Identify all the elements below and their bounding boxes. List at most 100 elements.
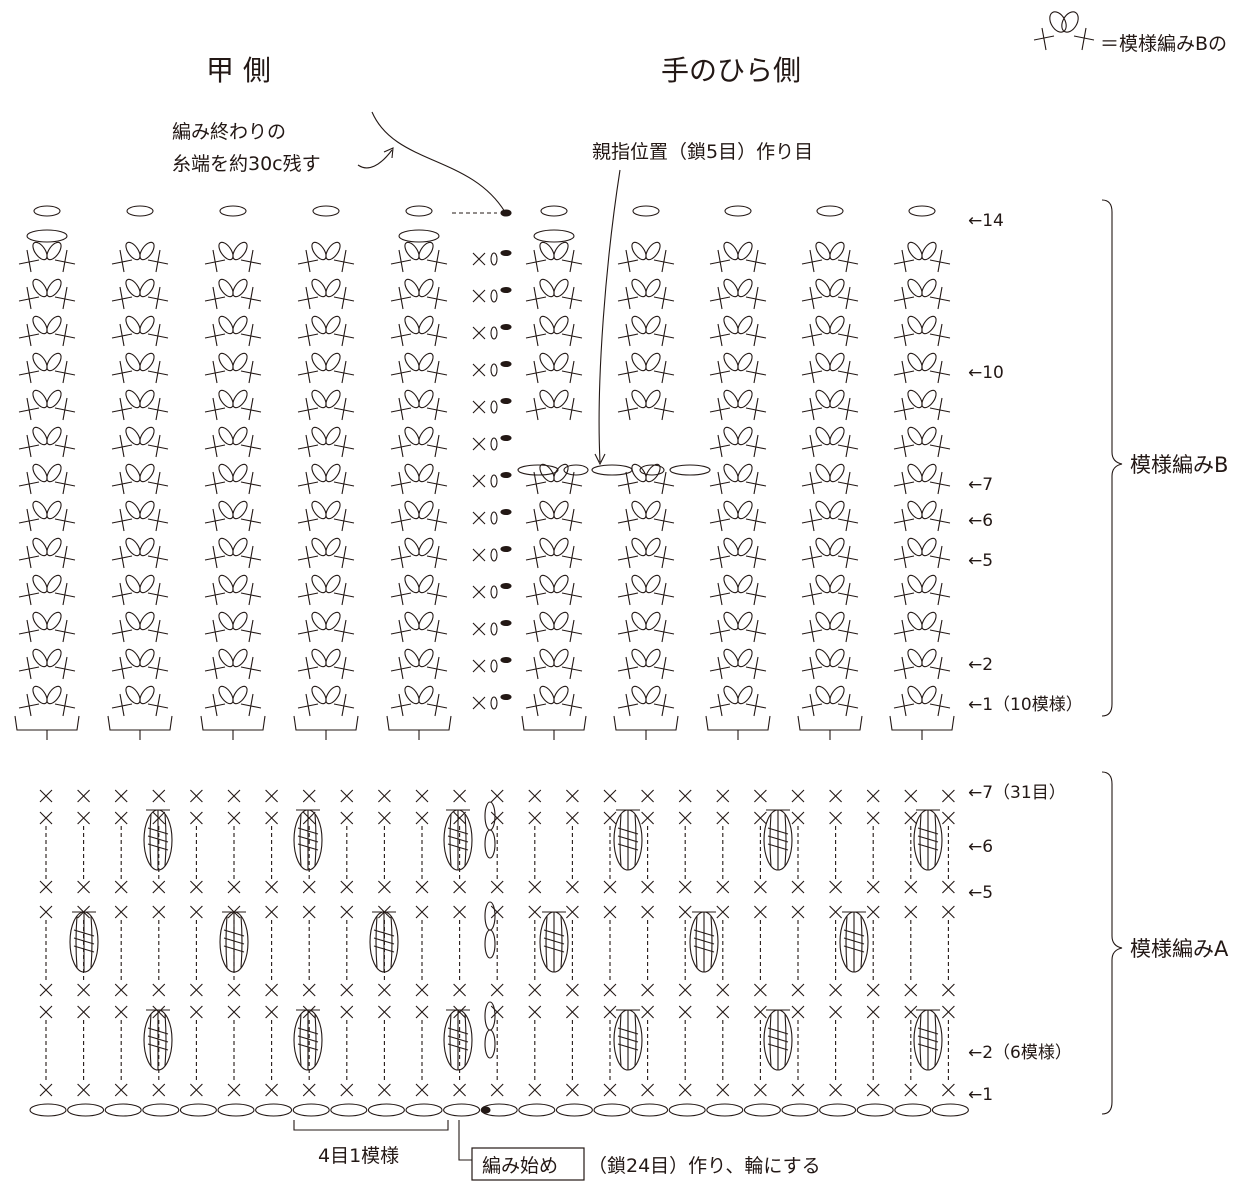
pattern-b-petal (645, 537, 661, 557)
pattern-b-petal (723, 426, 739, 446)
pattern-b-petal (32, 315, 48, 335)
single-crochet-symbol (866, 811, 880, 825)
pattern-b-petal (631, 574, 647, 594)
single-crochet-symbol (866, 1005, 880, 1019)
pattern-b-stitch (801, 286, 859, 310)
single-crochet-symbol (754, 811, 767, 825)
single-crochet-symbol (754, 905, 767, 919)
pattern-b-petal (553, 611, 569, 631)
pattern-b-petal (46, 463, 62, 483)
chain-stitch-symbol (484, 829, 496, 859)
pattern-b-petal (553, 278, 569, 298)
pattern-b-stitch (801, 323, 859, 347)
pattern-b-stitch (18, 471, 76, 495)
pattern-a-strands (769, 1010, 787, 1070)
pattern-b-petal (553, 648, 569, 668)
end-note-leader (357, 111, 506, 213)
pattern-b-petal (723, 315, 739, 335)
pattern-b-petal (907, 500, 923, 520)
single-crochet-symbol (472, 252, 486, 266)
pattern-a-strands (619, 1010, 637, 1070)
pattern-b-petal (139, 648, 155, 668)
chain-stitch-symbol (668, 1103, 706, 1117)
chain-stitch-symbol (490, 548, 498, 562)
pattern-b-petal (921, 389, 937, 409)
pattern-b-petal (921, 241, 937, 261)
pattern-a-hatch (373, 929, 395, 953)
chain-stitch-symbol (490, 474, 498, 488)
pattern-b-stitch (204, 249, 262, 273)
pattern-b-petal (737, 685, 753, 705)
end-note-line1: 編み終わりの (172, 121, 286, 143)
pattern-b-petal (539, 685, 555, 705)
single-crochet-symbol (340, 880, 354, 894)
single-crochet-symbol (904, 789, 918, 803)
pattern-b-petal (631, 685, 647, 705)
single-crochet-symbol (114, 1083, 128, 1097)
chain-stitch-symbol (142, 1103, 180, 1117)
pattern-a-strands (449, 810, 467, 870)
single-crochet-symbol (566, 1005, 579, 1019)
pattern-b-stitch (525, 545, 583, 569)
pattern-b-stitch (390, 582, 448, 606)
pattern-b-petal (218, 500, 234, 520)
pattern-b-petal (737, 463, 753, 483)
single-crochet-symbol (754, 983, 767, 997)
chain-stitch-symbol (484, 1029, 496, 1059)
pattern-b-petal (645, 574, 661, 594)
pattern-a-strands (75, 912, 93, 972)
single-crochet-symbol (678, 983, 692, 997)
pattern-a-strands (619, 810, 637, 870)
single-crochet-symbol (415, 1005, 429, 1019)
single-crochet-symbol (453, 1083, 466, 1097)
chain-stitch-symbol (217, 1103, 255, 1117)
pattern-b-petal (232, 500, 248, 520)
pattern-b-stitch (18, 508, 76, 532)
single-crochet-symbol (265, 880, 278, 894)
pattern-b-stitch (18, 286, 76, 310)
pattern-b-stitch (390, 323, 448, 347)
pattern-b-petal (815, 278, 831, 298)
pattern-b-base (889, 715, 955, 731)
single-crochet-symbol (302, 1083, 316, 1097)
pattern-b-stitch (893, 471, 951, 495)
pattern-b-stitch (297, 545, 355, 569)
slip-stitch-symbol (500, 249, 512, 257)
pattern-b-petal (404, 463, 420, 483)
single-crochet-symbol (472, 289, 486, 303)
single-crochet-symbol (152, 1005, 166, 1019)
chain-stitch-symbol (490, 363, 498, 377)
pattern-b-petal (325, 389, 341, 409)
single-crochet-symbol (453, 811, 466, 825)
single-crochet-symbol (829, 905, 842, 919)
single-crochet-symbol (227, 983, 241, 997)
pattern-b-petal (218, 315, 234, 335)
pattern-b-petal (325, 648, 341, 668)
single-crochet-symbol (716, 1083, 730, 1097)
pattern-b-petal (218, 389, 234, 409)
pattern-b-petal (921, 463, 937, 483)
pattern-b-petal (921, 537, 937, 557)
pattern-b-base (293, 715, 359, 731)
pattern-b-stitch (297, 508, 355, 532)
pattern-b-petal (418, 315, 434, 335)
pattern-b-petal (553, 463, 569, 483)
single-crochet-symbol (528, 789, 542, 803)
pattern-b-petal (907, 685, 923, 705)
pattern-b-petal (907, 315, 923, 335)
pattern-b-petal (631, 537, 647, 557)
pattern-a-strands (149, 810, 167, 870)
single-crochet-symbol (453, 880, 466, 894)
pattern-b-petal (218, 537, 234, 557)
pattern-b-stitch (390, 545, 448, 569)
pattern-b-petal (737, 389, 753, 409)
row-a-label: ←2（6模様） (968, 1043, 1072, 1063)
single-crochet-symbol (904, 1005, 918, 1019)
pattern-b-stitch (204, 397, 262, 421)
pattern-b-stitch (204, 286, 262, 310)
slip-stitch-symbol (481, 1106, 491, 1114)
pattern-b-petal (723, 352, 739, 372)
pattern-b-petal (815, 537, 831, 557)
pattern-b-petal (907, 389, 923, 409)
single-crochet-symbol (490, 905, 504, 919)
